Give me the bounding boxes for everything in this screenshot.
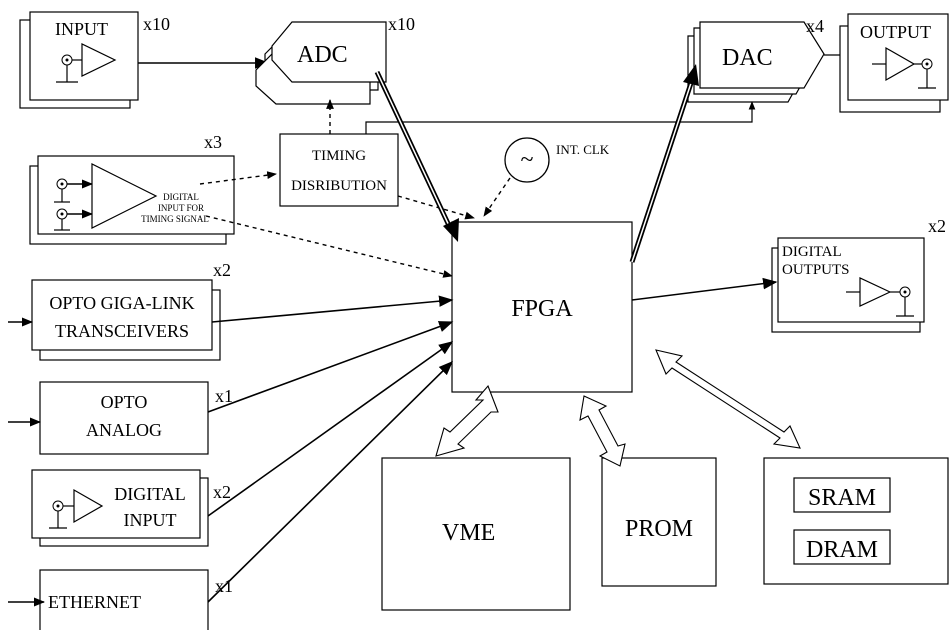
dac-block: DAC x4 — [687, 16, 825, 103]
opto-analog-label-line1: OPTO — [101, 392, 148, 412]
int-clk-label: INT. CLK — [556, 142, 610, 157]
coax-connector-icon — [56, 54, 82, 83]
coax-connector-icon — [54, 208, 70, 231]
fpga-to-dac-bus-arrow — [629, 64, 699, 263]
sram-block: SRAM — [793, 477, 891, 513]
coax-connector-icon — [49, 500, 74, 529]
prom-block: PROM — [601, 457, 717, 587]
digital-outputs-label-line1: DIGITAL — [782, 244, 842, 260]
fpga-label: FPGA — [511, 296, 573, 322]
fpga-to-digital-outputs-arrow — [631, 277, 778, 301]
fpga-prom-bidirectional-arrow — [579, 395, 626, 467]
opto-analog-to-fpga-arrow — [207, 321, 454, 413]
adc-multiplier: x10 — [388, 14, 415, 34]
opto-analog-multiplier: x1 — [215, 386, 233, 406]
digital-outputs-block: x2 DIGITAL OUTPUTS — [771, 216, 946, 333]
output-block: OUTPUT — [839, 13, 949, 113]
amplifier-icon — [73, 488, 104, 524]
digital-input-block: x2 DIGITAL INPUT — [31, 469, 231, 547]
digital-timing-label-line2: INPUT FOR — [158, 203, 204, 213]
opto-giga-to-fpga-arrow — [211, 295, 454, 323]
timing-label-line2: DISRIBUTION — [291, 178, 387, 194]
digital-input-label-line2: INPUT — [124, 510, 177, 530]
opto-giga-multiplier: x2 — [213, 260, 231, 280]
digital-timing-label-line1: DIGITAL — [163, 192, 199, 202]
digital-input-to-fpga-arrow — [207, 341, 454, 517]
coax-connector-icon — [918, 58, 936, 89]
adc-block: ADC x10 — [255, 14, 415, 105]
fpga-memory-bidirectional-arrow — [655, 349, 801, 449]
ethernet-to-fpga-arrow — [207, 360, 454, 603]
ethernet-label: ETHERNET — [48, 592, 141, 612]
vme-block: VME — [381, 457, 571, 611]
opto-analog-label-line2: ANALOG — [86, 420, 162, 440]
amplifier-icon — [91, 163, 158, 229]
ethernet-block: x1 ETHERNET — [39, 569, 233, 630]
input-block: INPUT x10 — [19, 11, 170, 109]
digital-timing-input-block: x3 DIGITAL INPUT FOR TIMING SIGNAL — [29, 132, 235, 245]
dac-multiplier: x4 — [806, 16, 824, 36]
opto-giga-label-line2: TRANSCEIVERS — [55, 321, 189, 341]
digital-outputs-multiplier: x2 — [928, 216, 946, 236]
dram-label: DRAM — [806, 537, 878, 563]
memory-block: SRAM DRAM — [763, 457, 949, 585]
fpga-vme-bidirectional-arrow — [435, 384, 499, 457]
timing-label-line1: TIMING — [312, 148, 366, 164]
opto-giga-label-line1: OPTO GIGA-LINK — [49, 293, 194, 313]
clk-to-fpga-arrow — [483, 177, 511, 217]
digital-timing-multiplier: x3 — [204, 132, 222, 152]
adc-label: ADC — [297, 42, 348, 68]
output-label: OUTPUT — [860, 22, 931, 42]
digital-timing-label-line3: TIMING SIGNAL — [141, 214, 209, 224]
prom-label: PROM — [625, 516, 693, 542]
int-clk-oscillator: ~ INT. CLK — [504, 137, 610, 183]
input-label: INPUT — [55, 19, 108, 39]
oscillator-icon: ~ — [521, 147, 534, 173]
digital-input-label-line1: DIGITAL — [114, 484, 186, 504]
dac-label: DAC — [722, 45, 773, 71]
amplifier-icon — [81, 43, 117, 77]
vme-label: VME — [442, 520, 495, 546]
digital-input-multiplier: x2 — [213, 482, 231, 502]
amplifier-icon — [885, 46, 916, 82]
timing-distribution-block: TIMING DISRIBUTION — [279, 133, 399, 207]
digital-outputs-label-line2: OUTPUTS — [782, 262, 850, 278]
amplifier-icon — [859, 277, 892, 307]
input-multiplier: x10 — [143, 14, 170, 34]
timing-to-dac-arrow — [365, 101, 756, 134]
timing-to-fpga-arrow — [397, 195, 475, 220]
adc-to-fpga-bus-arrow — [374, 70, 459, 242]
opto-analog-block: x1 OPTO ANALOG — [39, 381, 233, 455]
digital-timing-to-fpga-arrow — [205, 215, 453, 278]
fpga-block: FPGA — [451, 221, 633, 393]
opto-giga-link-block: x2 OPTO GIGA-LINK TRANSCEIVERS — [31, 260, 231, 361]
dram-block: DRAM — [793, 529, 891, 565]
sram-label: SRAM — [808, 485, 876, 511]
coax-connector-icon — [896, 286, 914, 317]
